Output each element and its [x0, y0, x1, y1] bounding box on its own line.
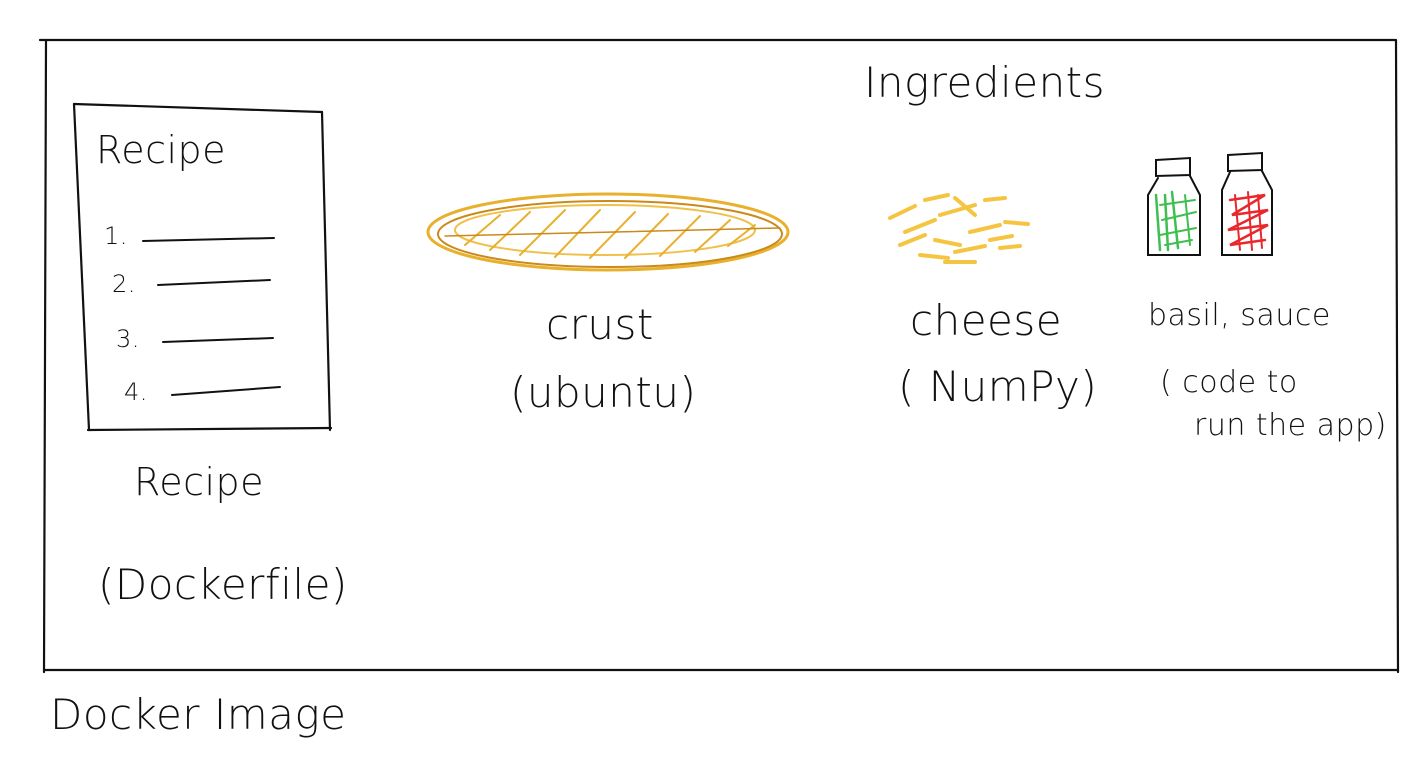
crust-label: crust: [546, 300, 654, 349]
crust-icon: [426, 192, 790, 272]
basil-jar-icon: [1147, 156, 1201, 256]
docker-image-box: [38, 38, 1400, 674]
basil-sauce-note-line2: run the app): [1194, 408, 1387, 443]
cheese-icon: [888, 193, 1030, 264]
sauce-jar-icon: [1221, 151, 1273, 256]
cheese-label: cheese: [910, 296, 1063, 345]
recipe-step-line-2: [157, 279, 271, 286]
recipe-step-line-1: [142, 237, 275, 242]
recipe-step-lines: [142, 237, 281, 396]
recipe-step-4: 4.: [124, 378, 148, 406]
ingredients-title: Ingredients: [864, 58, 1106, 107]
recipe-subcaption: (Dockerfile): [98, 560, 348, 609]
recipe-step-3: 3.: [116, 325, 140, 353]
recipe-card-title: Recipe: [96, 128, 227, 172]
crust-note: (ubuntu): [510, 368, 697, 417]
recipe-step-1: 1.: [104, 222, 128, 250]
recipe-step-2: 2.: [112, 270, 136, 298]
recipe-caption: Recipe: [134, 460, 265, 504]
recipe-step-line-3: [162, 337, 274, 343]
basil-sauce-label: basil, sauce: [1148, 298, 1331, 333]
docker-image-caption: Docker Image: [50, 690, 347, 739]
recipe-step-line-4: [171, 386, 281, 396]
basil-sauce-note-line1: ( code to: [1160, 365, 1298, 400]
cheese-note: ( NumPy): [898, 362, 1098, 411]
recipe-card: [72, 102, 333, 432]
